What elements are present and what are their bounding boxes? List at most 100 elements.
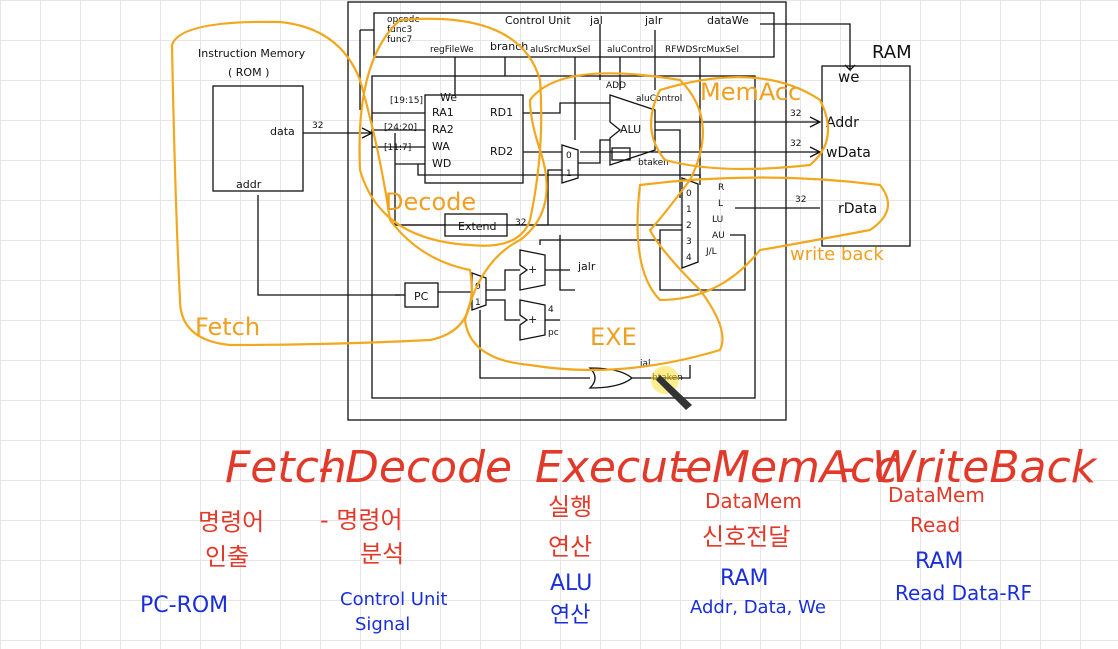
alu-mux-sel0: 0: [566, 151, 572, 161]
ram-we-port: we: [838, 68, 860, 86]
regfile-we-label: regFileWe: [430, 45, 474, 55]
wb-lbl-jl: J/L: [705, 247, 717, 257]
alu-mux-sel1: 1: [566, 169, 572, 179]
rf-range2-label: [24:20]: [384, 123, 417, 133]
wb-lbl-au: AU: [712, 231, 725, 241]
pc-four-label: 4: [548, 305, 554, 315]
writeback-loop-label: write back: [790, 244, 884, 265]
pc-mux-sel0: 0: [475, 282, 481, 292]
funct3-label: func3: [387, 25, 412, 35]
pipeline-stages: Fetch - Decode - Execute - MemAcc - Writ…: [225, 442, 1098, 493]
control-unit: opcode func3 func7 Control Unit jal jalr…: [373, 12, 775, 58]
fetch-note-blue: PC-ROM: [140, 593, 228, 618]
decode-note-kr2: 분석: [360, 540, 404, 568]
ram-wdata-port: wData: [826, 145, 871, 161]
btaken-label: btaken: [638, 158, 669, 168]
exec-note-blue1: ALU: [550, 571, 592, 596]
rfwd-src-mux-sel-label: RFWDSrcMuxSel: [665, 45, 739, 55]
instruction-memory: Instruction Memory ( ROM ) data addr 32: [198, 47, 323, 192]
stage-writeback: WriteBack: [872, 442, 1098, 493]
rf-range1-label: [19:15]: [390, 96, 423, 106]
pc-in-label: pc: [548, 328, 559, 338]
register-file: We RA1 RA2 WA WD RD1 RD2 [19:15] [24:20]…: [384, 91, 524, 184]
mem-note-blue1: RAM: [720, 566, 768, 591]
decode-note-blue1: Control Unit: [340, 589, 447, 610]
branch-signal-label: branch: [490, 40, 528, 53]
pc-adder-plus-2: +: [528, 313, 537, 326]
stage-notes-blue: PC-ROM Control Unit Signal ALU 연산 RAM Ad…: [140, 549, 1032, 635]
stage-decode: Decode: [345, 442, 512, 493]
memacc-loop: [650, 76, 830, 171]
memacc-loop-label: MemAcc: [700, 78, 801, 106]
wb-lbl-lu: LU: [712, 215, 723, 225]
ram-rdata-port: rData: [838, 201, 877, 217]
instruction-memory-title: Instruction Memory: [198, 47, 306, 60]
wb-note-line1: DataMem: [888, 483, 985, 507]
fetch-loop-label: Fetch: [195, 313, 260, 341]
exec-note-kr2: 연산: [548, 533, 592, 561]
stage-memacc: MemAcc: [712, 442, 898, 493]
stage-loops: Fetch Decode EXE MemAcc write back: [170, 17, 890, 372]
exe-loop: [463, 72, 724, 372]
stage-dash-3: -: [675, 442, 691, 493]
writeback-mux: 0 1 2 3 4 R L LU AU J/L: [681, 177, 725, 269]
decode-loop-label: Decode: [385, 188, 476, 216]
alu-label: ALU: [620, 123, 641, 136]
ram-wdata-width: 32: [790, 139, 801, 149]
wb-mux-in1: 1: [686, 205, 692, 215]
alu-control-signal-label: aluControl: [607, 45, 653, 55]
wb-note-line2: Read: [910, 513, 960, 537]
rf-wa-label: WA: [432, 140, 450, 153]
alu-src-mux-sel-label: aluSrcMuxSel: [530, 45, 590, 55]
datapath-inner-frame: [371, 75, 756, 399]
fetch-note-kr2: 인출: [205, 543, 249, 571]
control-unit-label: Control Unit: [505, 14, 571, 27]
extend-width-label: 32: [515, 218, 526, 228]
stage-execute: Execute: [535, 442, 712, 493]
jal-or-gate: [588, 367, 634, 389]
alu-add-label: ADD: [606, 81, 626, 91]
exe-loop-label: EXE: [590, 323, 637, 351]
stage-dash-4: -: [840, 442, 856, 493]
ram-addr-port: Addr: [826, 115, 859, 131]
rf-ra2-label: RA2: [432, 123, 454, 136]
fetch-note-kr1: 명령어: [198, 508, 264, 536]
stage-dash-1: -: [318, 442, 334, 493]
stage-notes-red: 명령어 인출 - 명령어 분석 실행 연산 DataMem 신호전달 DataM…: [198, 483, 985, 571]
decode-loop: [358, 17, 543, 247]
funct7-label: func7: [387, 35, 412, 45]
data-we-signal-label: dataWe: [707, 14, 749, 27]
pc-jalr-label: jalr: [577, 260, 596, 273]
rf-rd2-label: RD2: [490, 145, 513, 158]
wb-note-blue1: Read Data-RF: [895, 581, 1032, 605]
stage-fetch: Fetch: [225, 442, 347, 493]
wb-note-blue0: RAM: [915, 549, 963, 574]
rf-range3-label: [11:7]: [384, 143, 411, 153]
alu-src-mux: [561, 144, 579, 184]
rf-we-label: We: [440, 91, 457, 104]
exec-note-kr1: 실행: [548, 493, 592, 521]
alu-control-in-label: aluControl: [636, 94, 682, 104]
pc-adder-top: +: [519, 249, 546, 291]
bottom-jal-label: jal: [639, 359, 651, 369]
decode-note-kr1: - 명령어: [320, 506, 403, 534]
wb-mux-in3: 3: [686, 237, 692, 247]
wb-lbl-r: R: [718, 183, 724, 193]
stage-dash-2: -: [485, 442, 501, 493]
pc-adder-plus-1: +: [528, 263, 537, 276]
alu: ALU ADD aluControl btaken: [606, 81, 682, 168]
ram-addr-width: 32: [790, 109, 801, 119]
rom-label: ( ROM ): [228, 66, 269, 79]
jal-signal-label: jal: [589, 14, 603, 27]
exec-note-blue2: 연산: [550, 603, 590, 628]
rom-data-width-label: 32: [312, 121, 323, 131]
rf-rd1-label: RD1: [490, 106, 513, 119]
mem-note-blue2: Addr, Data, We: [690, 597, 826, 618]
extend-label: Extend: [458, 220, 497, 233]
ram-title: RAM: [872, 42, 912, 63]
rom-addr-port-label: addr: [236, 178, 262, 191]
mem-note-line2: 신호전달: [702, 523, 790, 551]
rf-wd-label: WD: [432, 157, 451, 170]
pc-adder-bottom: + 4 pc: [519, 299, 559, 341]
